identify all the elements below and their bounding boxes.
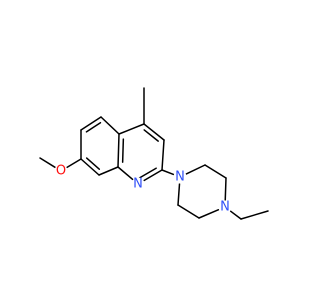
atom-label-Np4: N (220, 200, 230, 215)
atom-bg-Np4 (218, 200, 232, 214)
molecule-diagram: N O N N (39, 87, 269, 220)
atom-label-Np1: N (175, 170, 185, 185)
bond-N1-C8a (117, 166, 134, 181)
atom-bg-Np1 (173, 170, 187, 184)
atom-bg-O (54, 164, 68, 178)
bond-C4a-C4 (118, 123, 145, 135)
bond-O-C_ome (39, 157, 56, 169)
bond-Cp5-Cp6 (204, 164, 227, 179)
bond-Np1-Cp2 (177, 183, 181, 206)
bond-C4-C3 (143, 123, 165, 141)
bond-C3-C2 (161, 139, 165, 171)
bond-Cp6-Np1 (185, 164, 206, 175)
bond-C4a-C5 (100, 116, 120, 135)
bond-Np4-C_et1 (229, 210, 242, 220)
bond-C5-C6 (80, 116, 102, 131)
bond-C8-C8a (98, 166, 119, 176)
structure-svg: N O N N (39, 87, 269, 220)
bond-C4-C3-double (143, 129, 159, 142)
bond-C2-N1 (143, 169, 163, 182)
atom-label-O: O (56, 164, 66, 179)
bond-C7-C8-double (85, 157, 101, 170)
atom-label-N1: N (133, 177, 143, 192)
bond-C2-Np1 (161, 169, 175, 176)
bond-C7-O (66, 158, 82, 169)
bond-layer (39, 87, 269, 220)
atom-bg-N1 (131, 177, 145, 191)
bond-C8a-C4a-double (121, 138, 125, 163)
bond-C5-C6-double (85, 121, 102, 133)
bond-C7-C8 (80, 158, 100, 176)
bond-Cp2-Cp3 (177, 204, 200, 219)
atom-layer: N O N N (54, 164, 232, 215)
bond-C2-N1-double (138, 167, 157, 179)
bond-C_et1-C_et2 (240, 210, 269, 220)
bond-C8a-C4a (117, 133, 120, 168)
bond-Np4-Cp5 (224, 177, 227, 201)
bond-Cp3-Np4 (198, 208, 220, 219)
